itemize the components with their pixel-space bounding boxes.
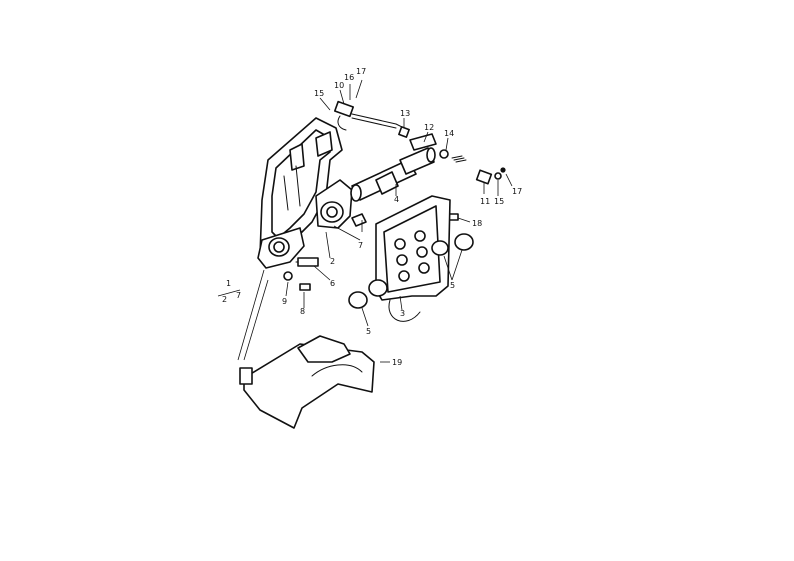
callout-12: 12 xyxy=(424,123,434,132)
tilt-tube xyxy=(350,147,436,202)
callout-5-left: 5 xyxy=(366,327,371,336)
link-rod xyxy=(333,100,405,131)
hardware-parts xyxy=(283,126,506,291)
callout-1: 1 xyxy=(226,279,231,288)
callout-15-right: 15 xyxy=(494,197,504,206)
callout-3: 3 xyxy=(400,309,405,318)
clamp-bracket xyxy=(315,179,353,229)
callout-17-right: 17 xyxy=(512,187,522,196)
callout-18: 18 xyxy=(472,219,482,228)
swivel-bracket xyxy=(257,117,343,269)
callout-11: 11 xyxy=(480,197,490,206)
leader-lines xyxy=(217,79,513,363)
callout-6: 6 xyxy=(330,279,335,288)
callout-19: 19 xyxy=(392,358,402,367)
callout-9: 9 xyxy=(282,297,287,306)
callout-7: 7 xyxy=(358,241,363,250)
callout-4: 4 xyxy=(394,195,399,204)
callout-13: 13 xyxy=(400,109,410,118)
callout-10: 10 xyxy=(334,81,344,90)
callout-2: 2 xyxy=(330,257,335,266)
lower-cover xyxy=(239,335,375,429)
callout-8: 8 xyxy=(300,307,305,316)
side-plate xyxy=(375,195,451,322)
callout-5-right: 5 xyxy=(450,281,455,290)
callout-16: 16 xyxy=(344,73,354,82)
callout-7-small: 7 xyxy=(236,291,241,300)
bushings xyxy=(348,233,474,309)
callout-15-top: 15 xyxy=(314,89,324,98)
callout-14: 14 xyxy=(444,129,454,138)
callout-labels: 1 2 7 2 3 4 5 5 6 7 8 9 10 11 12 13 14 1… xyxy=(222,67,522,367)
callout-2-small: 2 xyxy=(222,295,227,304)
callout-17-top: 17 xyxy=(356,67,366,76)
